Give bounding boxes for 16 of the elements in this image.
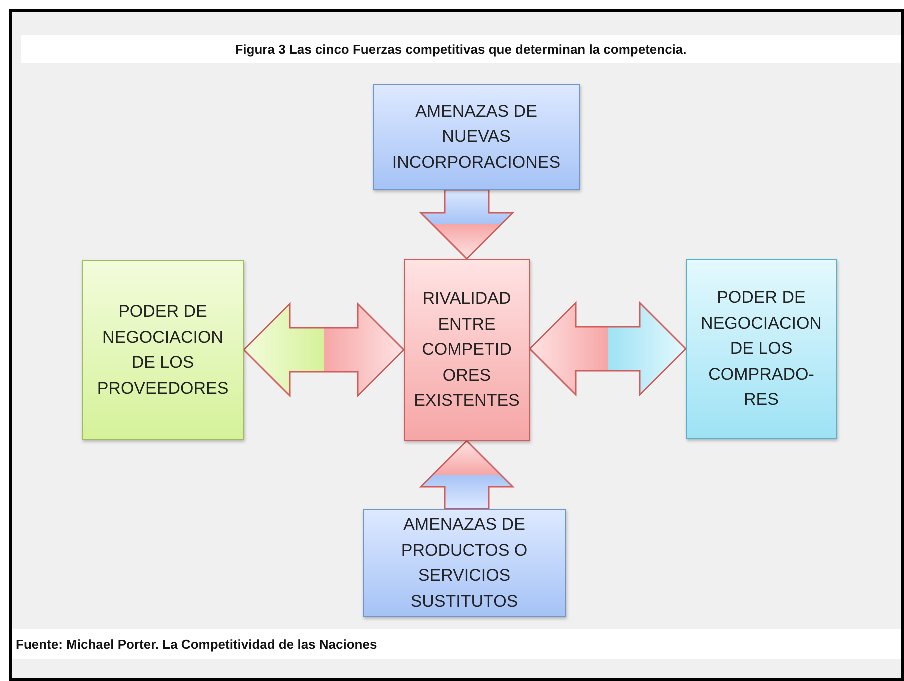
- figure-title: Figura 3 Las cinco Fuerzas competitivas que determinan la competencia.: [21, 35, 901, 63]
- force-label: AMENAZAS DE PRODUCTOS O SERVICIOS SUSTITUTOS: [400, 514, 529, 612]
- force-box: [363, 509, 566, 617]
- source-note: Fuente: Michael Porter. La Competitividad de las Naciones: [16, 636, 378, 652]
- force-box: [82, 260, 244, 440]
- block-arrow: [419, 440, 515, 510]
- force-label: AMENAZAS DE NUEVAS INCORPORACIONES: [391, 100, 562, 174]
- force-box: [373, 84, 580, 190]
- block-arrow: [528, 301, 688, 397]
- force-box: [404, 259, 530, 441]
- block-arrow: [242, 302, 406, 398]
- force-label: PODER DE NEGOCIACION DE LOS COMPRADO- RES: [700, 287, 823, 412]
- force-label: RIVALIDAD ENTRE COMPETID ORES EXISTENTES: [413, 288, 521, 412]
- force-label: PODER DE NEGOCIACION DE LOS PROVEEDORES: [96, 301, 230, 400]
- force-box: [686, 259, 837, 439]
- block-arrow: [419, 189, 515, 260]
